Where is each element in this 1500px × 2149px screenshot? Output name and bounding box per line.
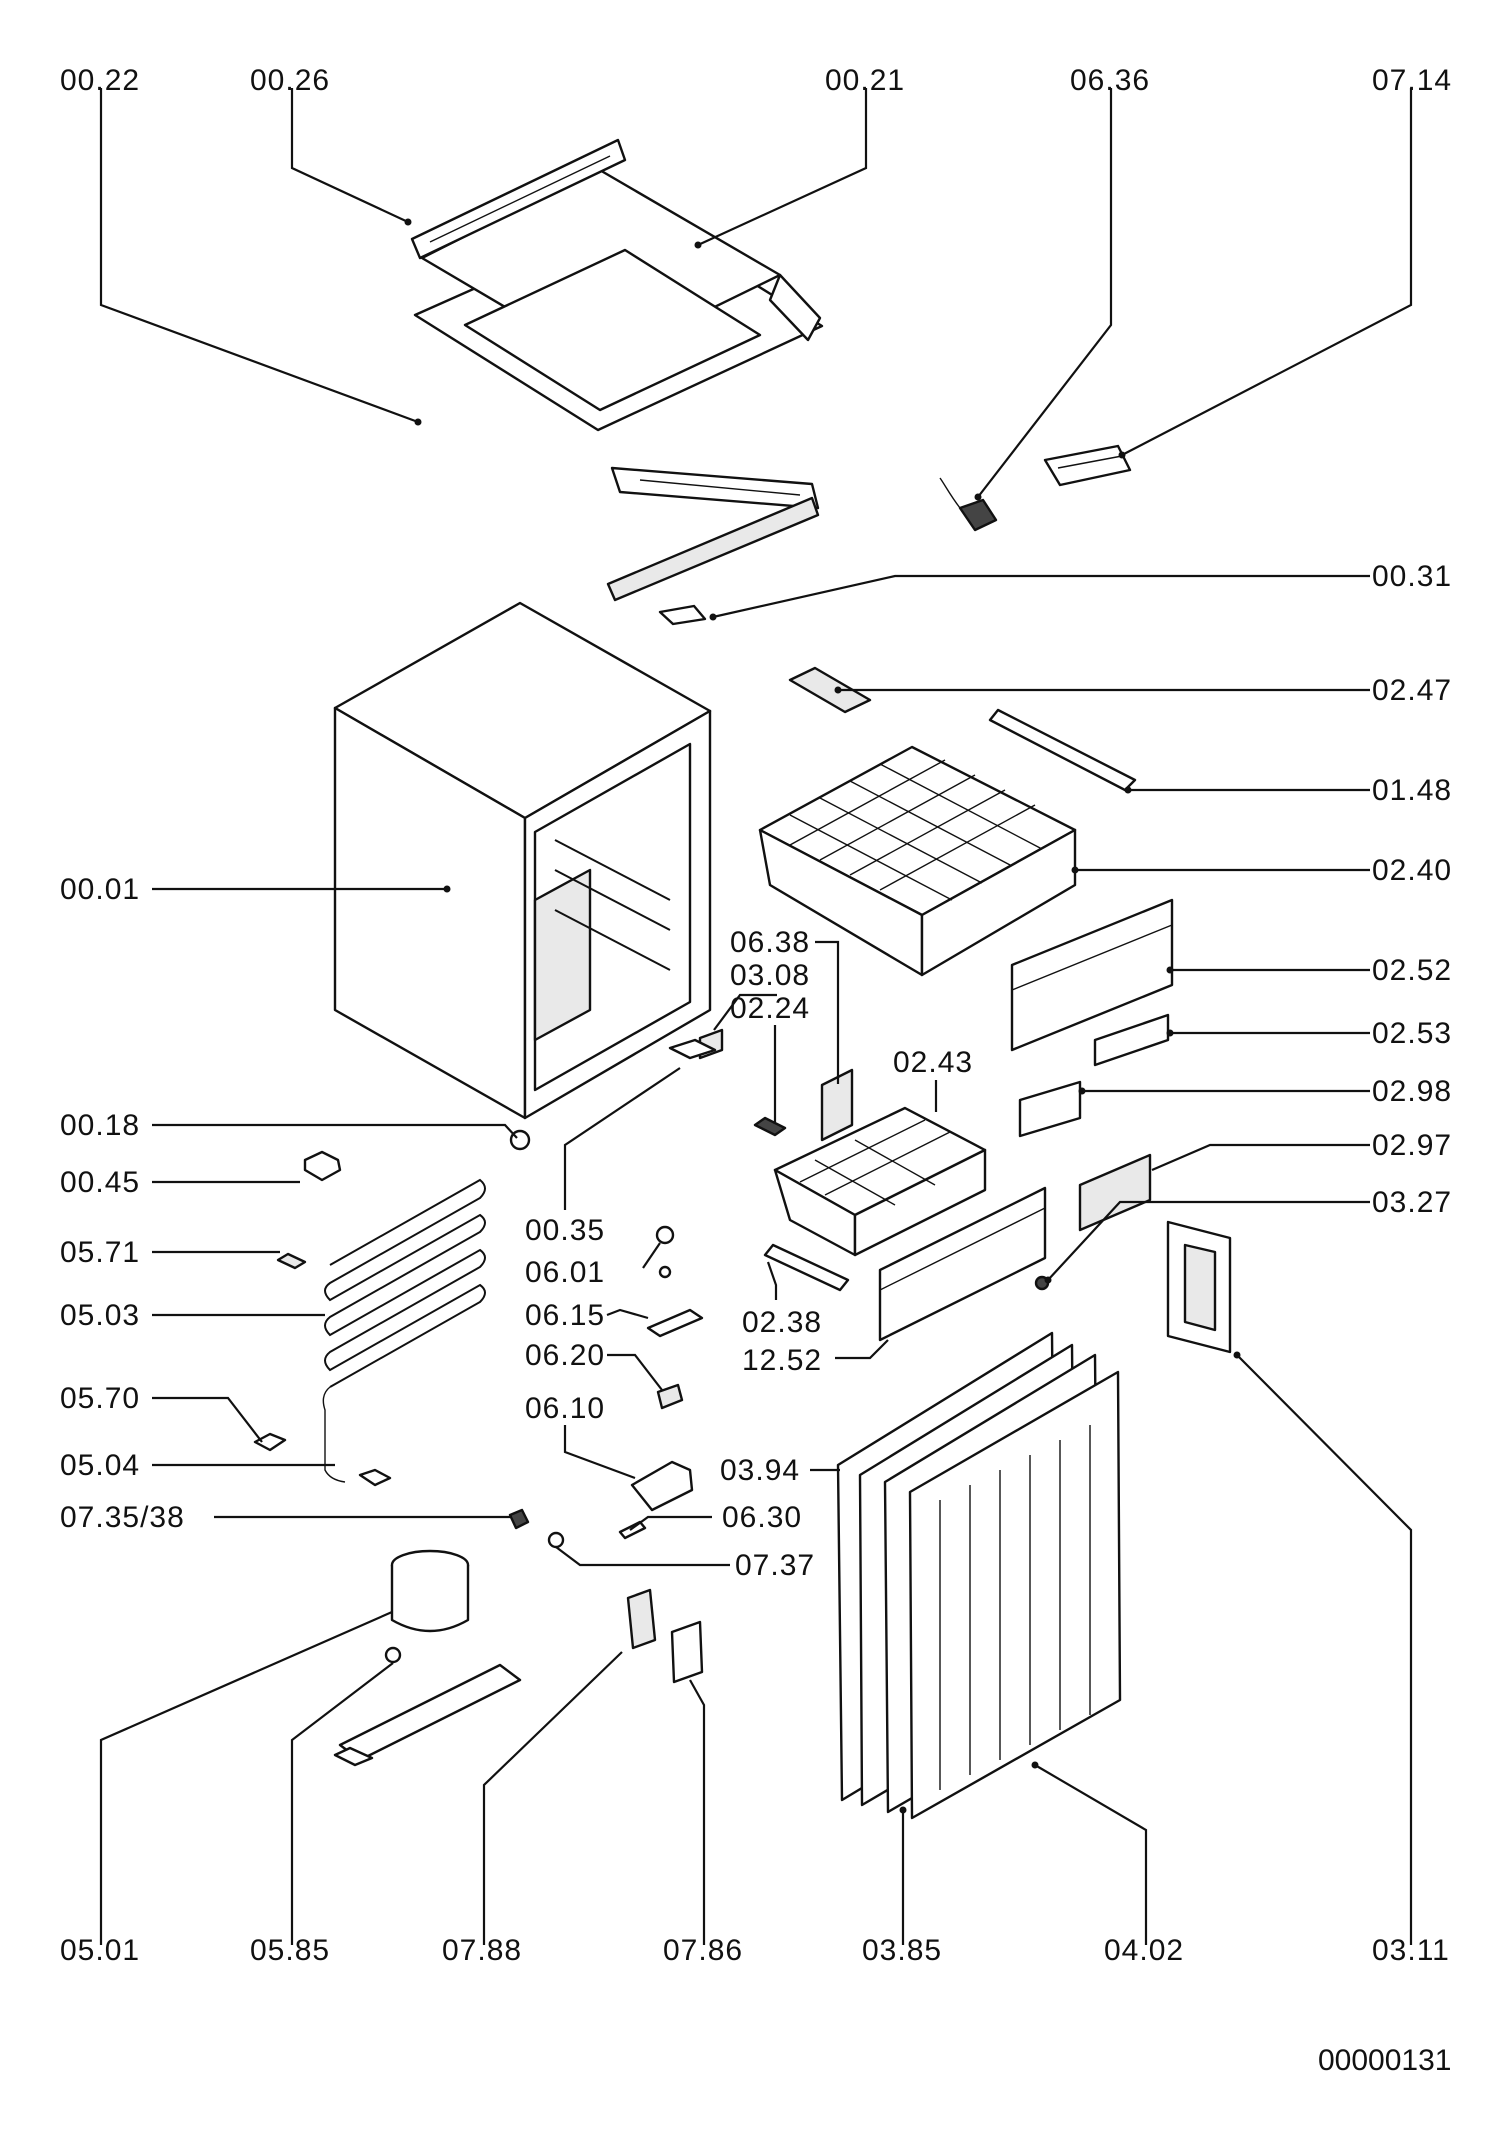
label-06-30: 06.30 [722,1501,802,1534]
part-05-01-compressor [333,1549,522,1767]
label-02-52: 02.52 [1372,954,1452,987]
label-02-38: 02.38 [742,1306,822,1339]
part-02-47 [788,666,872,714]
label-00-01: 00.01 [60,873,140,906]
part-00-45 [303,1150,342,1182]
label-07-88: 07.88 [442,1934,522,1967]
label-07-86: 07.86 [663,1934,743,1967]
part-top-cover-assembly [410,138,824,602]
label-06-20: 06.20 [525,1339,605,1372]
label-06-10: 06.10 [525,1392,605,1425]
part-07-86 [670,1620,704,1684]
leader-dots [404,218,1241,1814]
label-03-85: 03.85 [862,1934,942,1967]
part-door-assembly [836,1331,1122,1820]
part-07-35-38 [508,1508,530,1530]
label-00-35: 00.35 [525,1214,605,1247]
label-03-94: 03.94 [720,1454,800,1487]
part-03-11-handle [1166,1220,1232,1354]
label-00-22: 00.22 [60,64,140,97]
label-03-11: 03.11 [1372,1934,1450,1967]
label-03-27: 03.27 [1372,1186,1452,1219]
part-06-36 [939,477,998,532]
part-06-38 [820,1068,854,1142]
part-07-37 [547,1531,565,1549]
label-00-26: 00.26 [250,64,330,97]
label-00-18: 00.18 [60,1109,140,1142]
part-02-53 [1093,1013,1170,1067]
part-02-52 [1010,898,1174,1052]
label-07-37: 07.37 [735,1549,815,1582]
label-02-53: 02.53 [1372,1017,1452,1050]
label-06-15: 06.15 [525,1299,605,1332]
label-05-04: 05.04 [60,1449,140,1482]
label-02-98: 02.98 [1372,1075,1452,1108]
label-01-48: 01.48 [1372,774,1452,807]
label-05-85: 05.85 [250,1934,330,1967]
label-06-36: 06.36 [1070,64,1150,97]
part-02-98 [1018,1080,1082,1138]
part-02-24 [753,1116,787,1137]
part-02-43-basket [773,1106,987,1257]
label-05-70: 05.70 [60,1382,140,1415]
label-02-97: 02.97 [1372,1129,1452,1162]
label-02-40: 02.40 [1372,854,1452,887]
label-00-31: 00.31 [1372,560,1452,593]
part-07-88 [626,1588,657,1650]
part-12-52 [878,1186,1047,1342]
part-05-70 [253,1432,287,1452]
part-00-31 [658,604,707,626]
label-05-03: 05.03 [60,1299,140,1332]
part-02-38 [763,1243,850,1292]
part-06-15 [646,1308,704,1338]
part-00-35 [668,1038,717,1060]
label-05-01: 05.01 [60,1934,140,1967]
label-06-01: 06.01 [525,1256,605,1289]
part-05-85 [384,1646,402,1664]
part-06-01 [655,1225,675,1279]
part-06-10 [630,1460,694,1512]
label-02-47: 02.47 [1372,674,1452,707]
label-07-14: 07.14 [1372,64,1452,97]
part-06-30 [618,1520,647,1540]
callout-labels: 00.22 00.26 00.21 06.36 07.14 00.31 02.4… [60,64,1452,2077]
label-04-02: 04.02 [1104,1934,1184,1967]
label-07-35-38: 07.35/38 [60,1501,185,1534]
label-05-71: 05.71 [60,1236,140,1269]
label-12-52: 12.52 [742,1344,822,1377]
label-02-43: 02.43 [893,1046,973,1079]
label-03-08: 03.08 [730,959,810,992]
part-05-71 [276,1252,307,1270]
part-05-04 [358,1468,392,1487]
part-07-14 [1043,444,1132,487]
label-00-45: 00.45 [60,1166,140,1199]
label-02-24: 02.24 [730,992,810,1025]
part-05-03-condenser [322,1178,486,1483]
document-id: 00000131 [1318,2044,1451,2077]
part-02-40-basket [758,745,1077,977]
part-cabinet [333,601,712,1120]
part-01-48 [988,708,1137,792]
label-06-38: 06.38 [730,926,810,959]
part-06-20 [656,1383,684,1410]
label-00-21: 00.21 [825,64,905,97]
part-02-97 [1078,1153,1152,1232]
leader-lines [99,88,1413,1945]
